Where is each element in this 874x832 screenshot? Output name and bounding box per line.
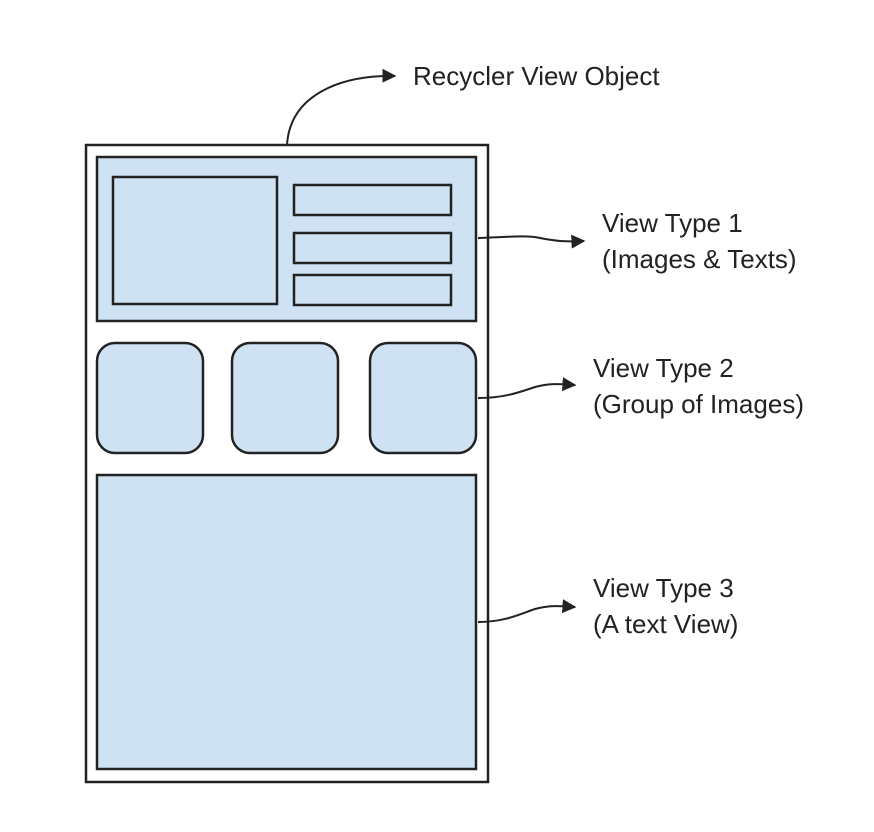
view-type-2-arrow [477,377,577,399]
view-type-1-arrow [477,234,586,249]
view-type-1-image [111,175,279,306]
view-type-1-sublabel: (Images & Texts) [602,244,797,274]
view-type-2-label: View Type 2 [593,353,734,383]
recycler-arrow [286,68,397,146]
recycler-view-label: Recycler View Object [413,61,660,91]
view-type-1-text-3 [292,273,453,307]
view-type-2-image-2 [230,341,340,455]
view-type-1-text-2 [292,231,453,265]
view-type-3-text-view [95,473,478,771]
view-type-1-label: View Type 1 [602,208,743,238]
view-type-1-text-1 [292,183,453,217]
view-type-3-sublabel: (A text View) [593,609,738,639]
view-type-2-image-3 [368,341,478,455]
view-type-3-label: View Type 3 [593,573,734,603]
view-type-2-image-1 [95,341,205,455]
view-type-3-arrow [477,599,577,623]
view-type-2-sublabel: (Group of Images) [593,389,804,419]
